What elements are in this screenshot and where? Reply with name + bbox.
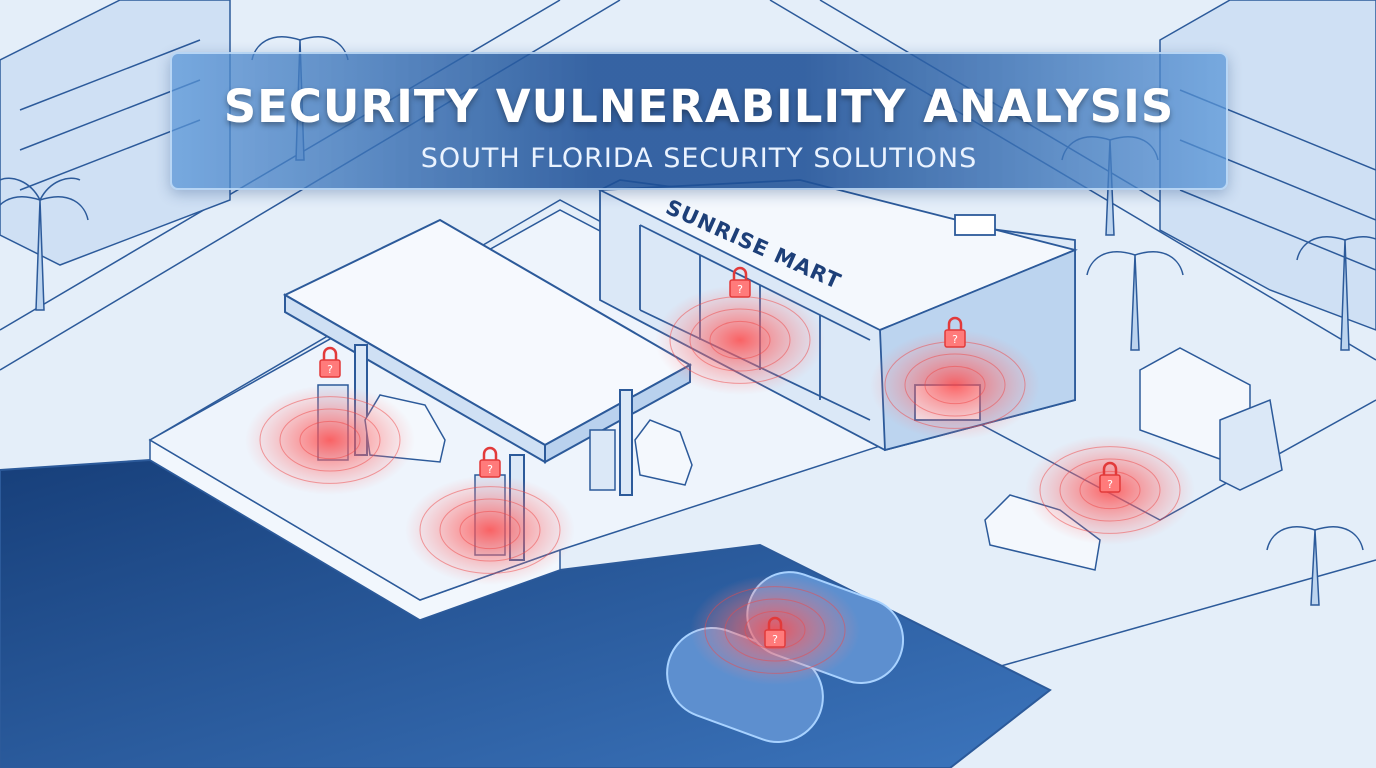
alert-ring (704, 586, 846, 674)
alert-ring (279, 408, 381, 472)
svg-text:?: ? (327, 363, 333, 376)
vulnerability-marker-store-entrance: ? (655, 266, 825, 395)
padlock-question-icon: ? (729, 266, 751, 298)
alert-ring (419, 486, 561, 574)
vulnerability-marker-fuel-pump-1: ? (245, 346, 415, 495)
vulnerability-marker-checkout-counter: ? (870, 316, 1040, 440)
alert-zone (245, 385, 415, 495)
alert-ring (299, 420, 361, 460)
svg-text:?: ? (952, 333, 958, 346)
alert-zone (405, 475, 575, 585)
palm-trees (0, 36, 1376, 606)
vulnerability-marker-underground-fuel-tank: ? (690, 575, 860, 685)
alert-ring (744, 610, 806, 650)
alert-ring (459, 510, 521, 550)
alert-ring (1039, 446, 1181, 534)
alert-zone (655, 285, 825, 395)
alert-ring (724, 598, 826, 662)
alert-ring (1059, 458, 1161, 522)
padlock-question-icon: ? (944, 316, 966, 348)
svg-text:?: ? (772, 633, 778, 646)
vulnerability-marker-fuel-pump-2: ? (405, 446, 575, 585)
alert-ring (439, 498, 541, 562)
alert-ring (259, 396, 401, 484)
alert-ring (904, 353, 1006, 417)
alert-ring (689, 308, 791, 372)
svg-text:?: ? (737, 283, 743, 296)
delivery-truck (1139, 347, 1283, 491)
padlock-question-icon: ? (319, 346, 341, 378)
svg-text:?: ? (1107, 478, 1113, 491)
title-banner: SECURITY VULNERABILITY ANALYSIS SOUTH FL… (170, 52, 1228, 190)
alert-ring (1079, 470, 1141, 510)
padlock-question-icon: ? (1099, 461, 1121, 493)
padlock-question-icon: ? (764, 616, 786, 648)
vulnerability-marker-parking-lot: ? (1025, 435, 1195, 545)
alert-zone (870, 330, 1040, 440)
page-title: SECURITY VULNERABILITY ANALYSIS (223, 80, 1175, 133)
alert-ring (924, 365, 986, 405)
alert-ring (709, 320, 771, 360)
page-subtitle: SOUTH FLORIDA SECURITY SOLUTIONS (420, 143, 978, 174)
padlock-question-icon: ? (479, 446, 501, 478)
svg-text:?: ? (487, 463, 493, 476)
